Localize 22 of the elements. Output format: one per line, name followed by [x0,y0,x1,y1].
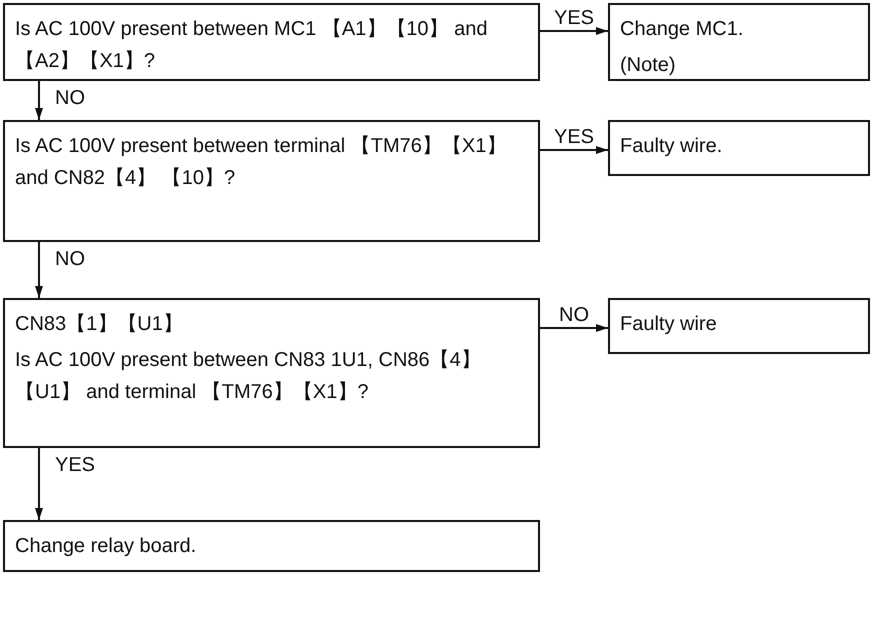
arrow [540,146,608,154]
box-text: Is AC 100V present between CN83 1U1, CN86【4】【U1】 and terminal 【TM76】【X1】? [15,348,482,405]
box-text: Change MC1. [620,17,744,42]
box-text: Change relay board. [15,534,198,559]
action-box [608,3,870,81]
action-box [3,520,540,572]
arrow [35,242,43,298]
box-text: Faulty wire. [620,134,724,159]
question-box [3,3,540,81]
arrow [35,81,43,120]
arrow [540,27,608,35]
action-box [608,298,870,354]
question-box [3,120,540,242]
arrow [540,324,608,332]
question-box [3,298,540,448]
box-text: Is AC 100V present between terminal 【TM76】【X1】 and CN82【4】 【10】? [15,134,508,191]
action-box [608,120,870,176]
box-text: CN83【1】【U1】 [15,312,184,337]
box-text: (Note) [620,53,677,78]
box-text: Is AC 100V present between MC1 【A1】【10】 and 【A2】【X1】? [15,17,488,74]
box-text: Faulty wire [620,312,718,337]
arrow [35,448,43,520]
